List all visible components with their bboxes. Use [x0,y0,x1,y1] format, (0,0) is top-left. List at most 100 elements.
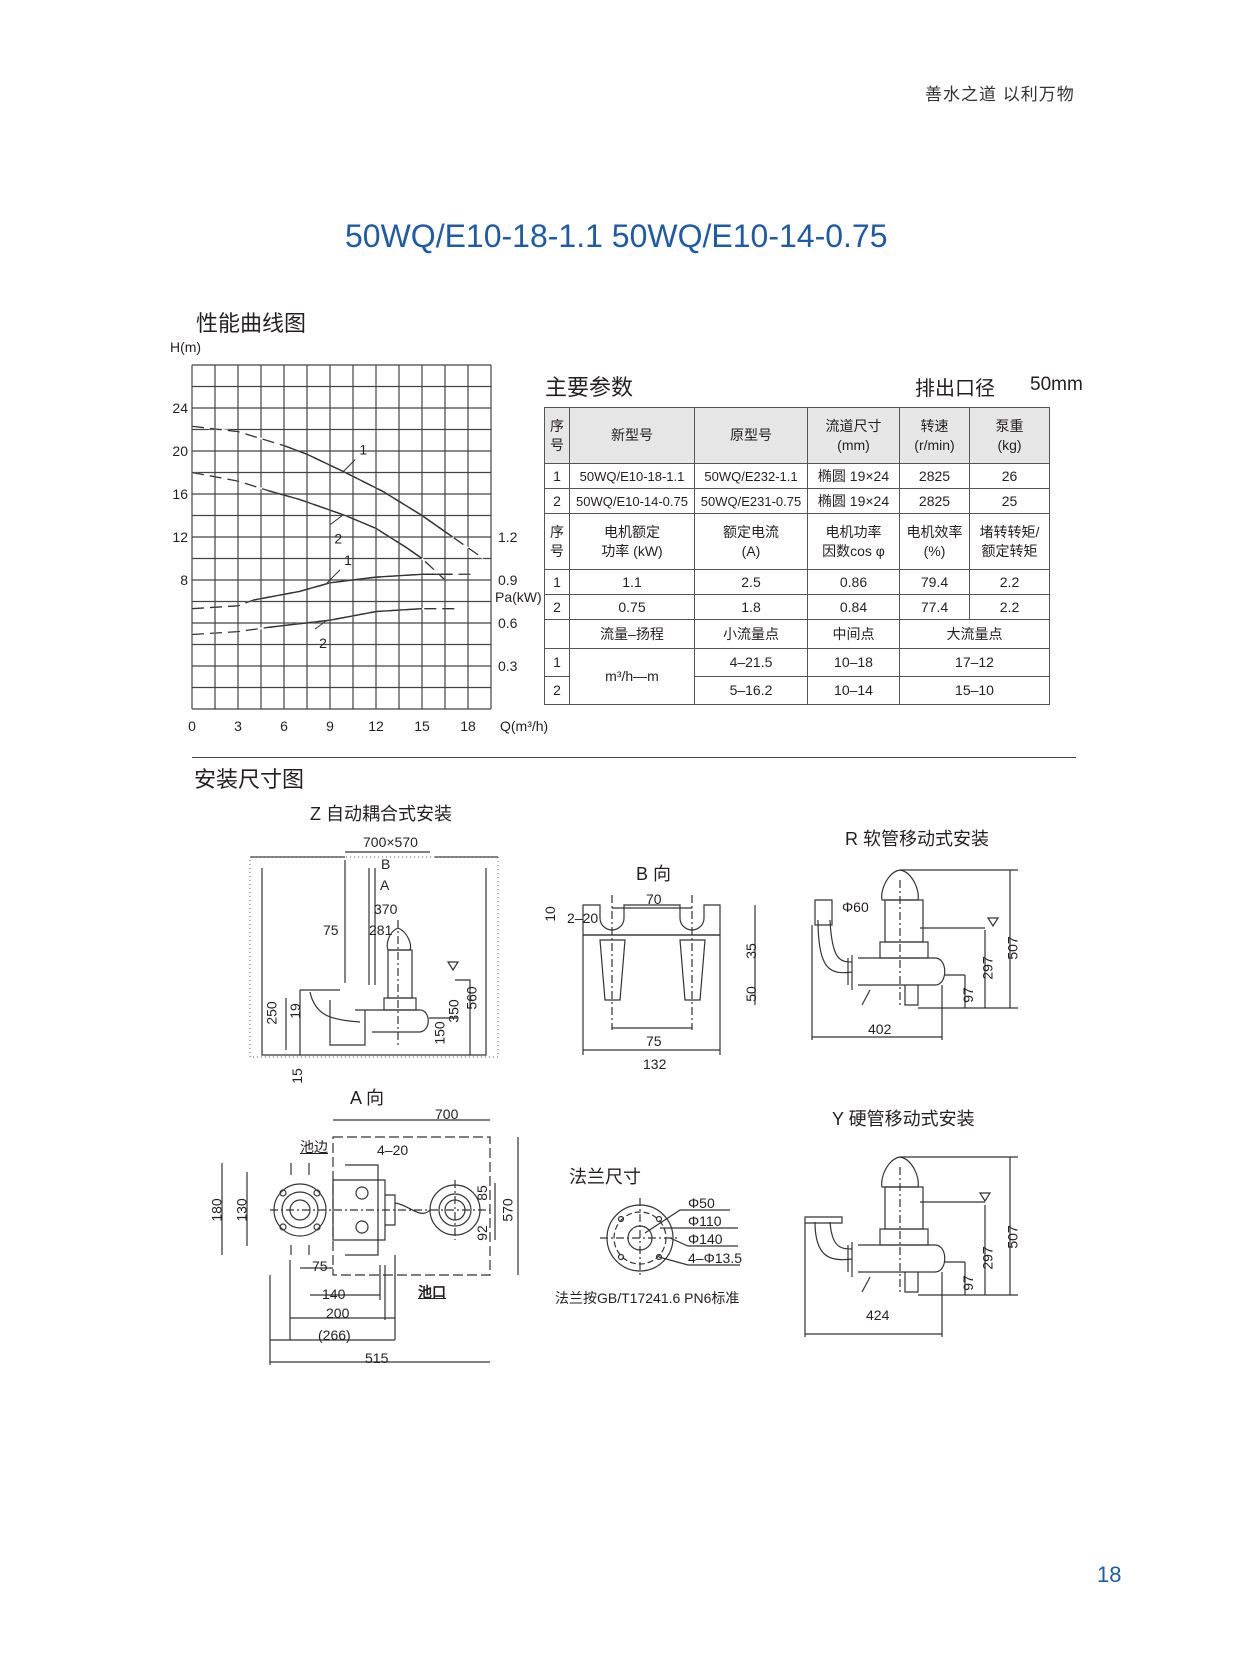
outlet-value: 50mm [1030,374,1083,395]
dim-250: 250 [263,1001,280,1025]
x-tick-label: 9 [326,718,334,734]
y-tick-label: 16 [172,486,188,502]
r-pump-drawing [811,869,1018,1040]
cell: 2825 [899,488,970,514]
dim-92: 92 [473,1225,490,1241]
dim-350: 350 [445,999,462,1023]
cell: 1.8 [694,594,808,620]
cell: 1.1 [569,569,695,595]
dim-370: 370 [374,901,398,917]
header-row-3: 流量–扬程 小流量点 中间点 大流量点 [544,619,1050,649]
series-leader [314,619,328,630]
pool-mouth-label: 池口 [418,1284,446,1300]
th: 电机效率 (%) [899,513,970,570]
dim-297: 297 [979,956,996,980]
th: 电机功率 因数cos φ [807,513,900,570]
dim-700: 700 [435,1106,459,1122]
b-view-drawing [582,895,756,1055]
y-tick-label: 24 [172,400,188,416]
y2-tick-label: 1.2 [498,529,518,545]
dim-515: 515 [365,1350,389,1366]
dim-phi50: Φ50 [688,1195,715,1211]
y-title: Y 硬管移动式安装 [832,1109,975,1129]
install-heading: 安装尺寸图 [194,767,305,792]
y-tick-label: 8 [180,572,188,588]
page-title: 50WQ/E10-18-1.1 50WQ/E10-14-0.75 [345,218,888,254]
x-tick-label: 18 [460,718,476,734]
dim-507: 507 [1004,936,1021,960]
series-line-Pa-2 [268,607,423,628]
x-tick-label: 15 [414,718,430,734]
th: 电机额定 功率 (kW) [569,513,695,570]
pool-edge-label: 池边 [300,1139,328,1155]
cell: 50WQ/E232-1.1 [694,463,808,489]
section-divider [192,757,1076,758]
cell: 77.4 [899,594,970,620]
dim-15: 15 [288,1068,305,1084]
cell: 0.75 [569,594,695,620]
r-title: R 软管移动式安装 [845,829,989,849]
dim-266: (266) [318,1327,351,1343]
th: 原型号 [694,407,808,464]
cell: 5–16.2 [694,676,808,705]
th: 新型号 [569,407,695,464]
y-pump-drawing [804,1156,1018,1337]
dim-2-20: 2–20 [567,910,599,926]
dim-507: 507 [1004,1225,1021,1249]
dim-700x570: 700×570 [363,834,418,850]
dim-phi110: Φ110 [688,1213,722,1229]
dim-132: 132 [643,1056,667,1072]
page-number: 18 [1097,1562,1122,1587]
y-tick-label: 20 [172,443,188,459]
dim-phi60: Φ60 [842,899,869,915]
series-label: 1 [359,442,367,458]
dim-200: 200 [326,1305,350,1321]
header-row-2: 序 号 电机额定 功率 (kW) 额定电流 (A) 电机功率 因数cos φ 电… [544,513,1050,570]
y-axis-label: H(m) [170,339,201,355]
unit-cell: m³/h—m [569,648,695,705]
params-table: 序 号 新型号 原型号 流道尺寸 (mm) 转速 (r/min) 泵重 (kg)… [544,407,1050,705]
dim-35: 35 [742,943,759,959]
dim-281: 281 [369,922,393,938]
x-tick-label: 3 [234,718,242,734]
series-line-H-2 [268,490,423,560]
series-leader [326,569,341,584]
dim-phi140: Φ140 [688,1231,723,1247]
dim-19: 19 [286,1003,303,1019]
y2-tick-label: 0.9 [498,572,518,588]
cell: 10–14 [807,676,900,705]
series-line-Pa-1 [253,573,453,601]
dim-402: 402 [868,1021,892,1037]
header-row-1: 序 号 新型号 原型号 流道尺寸 (mm) 转速 (r/min) 泵重 (kg) [544,407,1050,464]
th: 泵重 (kg) [969,407,1050,464]
outlet-label: 排出口径 [915,378,995,400]
dim-97: 97 [959,1275,976,1291]
cell: 2.5 [694,569,808,595]
flange-note: 法兰按GB/T17241.6 PN6标准 [555,1290,740,1306]
b-direction-label: B [381,856,391,872]
cell: 2 [544,676,570,705]
cell: 1 [544,463,570,489]
a-view-title: A 向 [350,1088,385,1108]
x-tick-label: 6 [280,718,288,734]
cell: 2 [544,488,570,514]
th: 流道尺寸 (mm) [807,407,900,464]
x-axis-label: Q(m³/h) [500,718,548,734]
y-tick-label: 12 [172,529,188,545]
th: 堵转转矩/ 额定转矩 [969,513,1050,570]
dim-75: 75 [646,1033,662,1049]
dim-50: 50 [742,986,759,1002]
series-label: 2 [334,531,342,547]
a-direction-label: A [380,877,390,893]
cell: 17–12 [899,648,1050,677]
z-install-drawing [249,851,499,1058]
a-view-drawing [221,1119,519,1365]
cell: 2.2 [969,569,1050,595]
series-leader [330,515,343,525]
th: 额定电流 (A) [694,513,808,570]
